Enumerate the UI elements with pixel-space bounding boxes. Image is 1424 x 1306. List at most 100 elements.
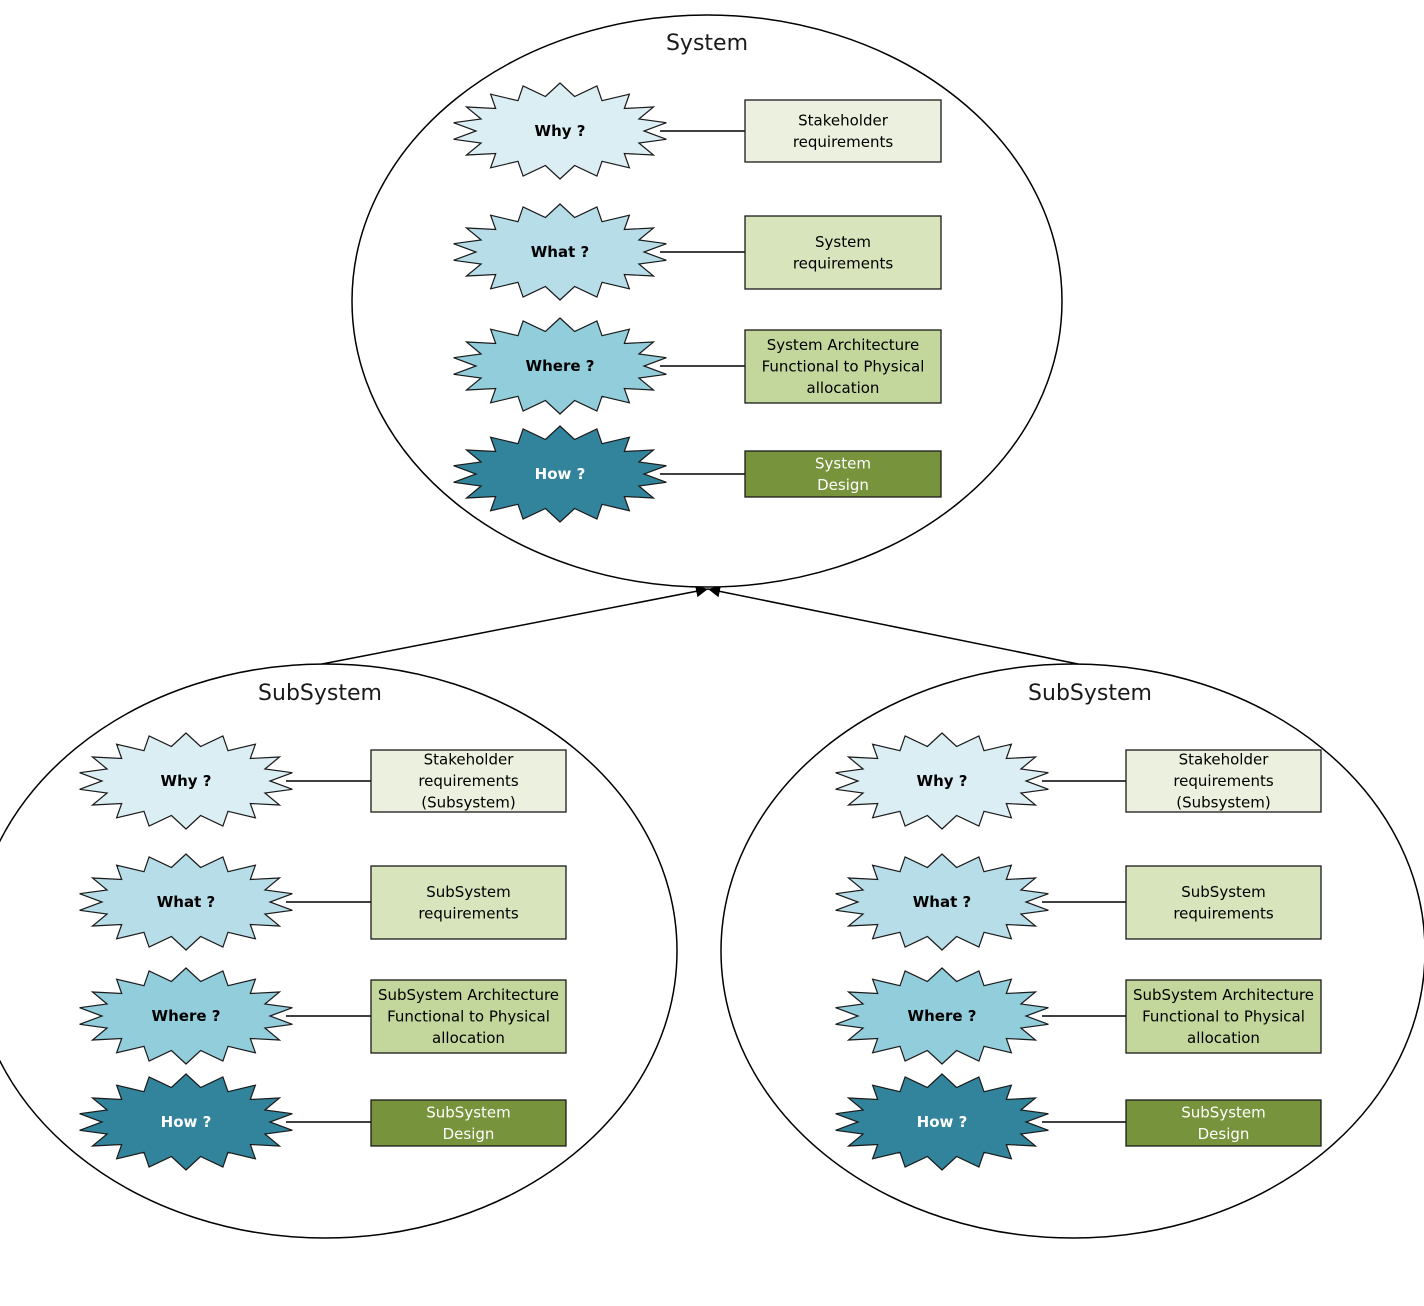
how-burst-shape [453, 425, 667, 523]
what-box [744, 215, 942, 290]
box-text-line: Functional to Physical [387, 1008, 550, 1026]
where-box [744, 329, 942, 404]
why-question-label: Why ? [535, 122, 586, 140]
how-burst-shape [79, 1073, 293, 1171]
where-box [1125, 979, 1322, 1054]
where-burst-shape [79, 967, 293, 1065]
what-question-label: What ? [157, 893, 215, 911]
where-question-label: Where ? [908, 1007, 977, 1025]
system-row-what: What ? System requirements [453, 203, 942, 301]
box-text-line: System Architecture [767, 336, 920, 354]
how-box [370, 1099, 567, 1147]
why-box-text: Stakeholder requirements (Subsystem) [1173, 751, 1274, 812]
how-question-label: How ? [917, 1113, 968, 1131]
box-text-line: requirements [1173, 772, 1274, 790]
box-text-line: Design [1198, 1125, 1250, 1143]
box-text-line: Stakeholder [1179, 751, 1270, 769]
how-question-label: How ? [535, 465, 586, 483]
box-text-line: requirements [793, 254, 894, 272]
what-question-label: What ? [531, 243, 589, 261]
box-text-line: SubSystem Architecture [1133, 986, 1314, 1004]
arrow-subsystem-right-to-system [707, 585, 1079, 665]
what-box-text: SubSystem requirements [418, 883, 519, 923]
what-box [1125, 865, 1322, 940]
why-burst-shape [835, 732, 1049, 830]
subsystem-left-row-what: What ? SubSystem requirements [79, 853, 567, 951]
why-box [744, 99, 942, 163]
box-text-line: requirements [418, 772, 519, 790]
why-box-text: Stakeholder requirements (Subsystem) [418, 751, 519, 812]
box-text-line: requirements [418, 904, 519, 922]
box-text-line: System [815, 233, 871, 251]
subsystem-left-row-why: Why ? Stakeholder requirements (Subsystem) [79, 732, 567, 830]
subsystem-left-title: SubSystem [258, 681, 382, 706]
how-question-label: How ? [161, 1113, 212, 1131]
box-text-line: requirements [793, 133, 894, 151]
box-text-line: Design [817, 476, 869, 494]
why-question-label: Why ? [917, 772, 968, 790]
where-question-label: Where ? [152, 1007, 221, 1025]
why-burst-shape [453, 82, 667, 180]
system-row-why: Why ? Stakeholder requirements [453, 82, 942, 180]
what-box-text: SubSystem requirements [1173, 883, 1274, 923]
subsystem-right-row-what: What ? SubSystem requirements [835, 853, 1322, 951]
why-burst-shape [79, 732, 293, 830]
box-text-line: SubSystem [1181, 1103, 1266, 1121]
where-question-label: Where ? [526, 357, 595, 375]
where-box [370, 979, 567, 1054]
box-text-line: allocation [807, 379, 880, 397]
why-question-label: Why ? [161, 772, 212, 790]
box-text-line: allocation [1187, 1029, 1260, 1047]
box-text-line: Stakeholder [424, 751, 515, 769]
box-text-line: SubSystem [1181, 883, 1266, 901]
box-text-line: System [815, 454, 871, 472]
box-text-line: requirements [1173, 904, 1274, 922]
why-box [1125, 749, 1322, 813]
what-box-text: System requirements [793, 233, 894, 272]
how-burst-shape [835, 1073, 1049, 1171]
box-text-line: SubSystem [426, 1103, 511, 1121]
box-text-line: (Subsystem) [1176, 794, 1270, 812]
box-text-line: Functional to Physical [1142, 1008, 1305, 1026]
subsystem-left-ellipse [0, 663, 678, 1239]
why-box [370, 749, 567, 813]
box-text-line: SubSystem [426, 883, 511, 901]
where-burst-shape [835, 967, 1049, 1065]
box-text-line: (Subsystem) [421, 794, 515, 812]
what-burst-shape [835, 853, 1049, 951]
box-text-line: Design [443, 1125, 495, 1143]
subsystem-right-row-why: Why ? Stakeholder requirements (Subsystem) [835, 732, 1322, 830]
what-question-label: What ? [913, 893, 971, 911]
what-burst-shape [79, 853, 293, 951]
what-burst-shape [453, 203, 667, 301]
where-burst-shape [453, 317, 667, 415]
arrows-layer [321, 585, 1079, 665]
box-text-line: allocation [432, 1029, 505, 1047]
system-ellipse [351, 14, 1063, 588]
arrow-subsystem-left-to-system [321, 585, 709, 665]
how-box [744, 450, 942, 498]
subsystem-right-title: SubSystem [1028, 681, 1152, 706]
how-box [1125, 1099, 1322, 1147]
system-title: System [666, 31, 748, 56]
box-text-line: Functional to Physical [762, 358, 925, 376]
box-text-line: Stakeholder [798, 111, 889, 129]
what-box [370, 865, 567, 940]
box-text-line: SubSystem Architecture [378, 986, 559, 1004]
